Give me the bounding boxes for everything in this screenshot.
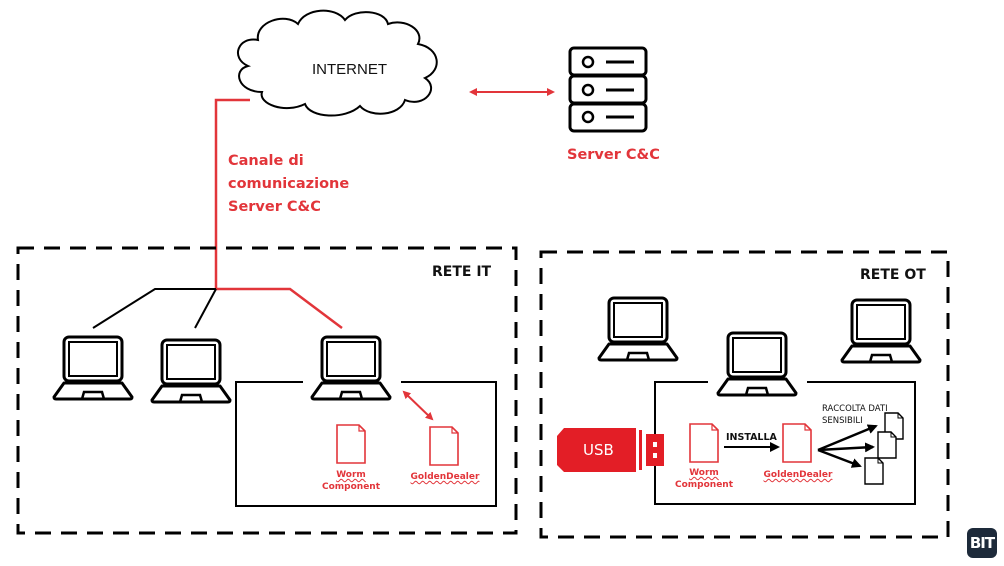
ot-goldendealer-label: GoldenDealer	[763, 470, 833, 480]
raccolta-dati-label: RACCOLTA DATI SENSIBILI	[822, 404, 888, 426]
sensitive-data-file-3-icon	[864, 457, 884, 485]
it-goldendealer-label: GoldenDealer	[410, 472, 480, 482]
ot-infected-host-box	[654, 381, 916, 505]
it-laptop-1-icon	[52, 335, 134, 401]
it-worm-component-label: Worm Component	[322, 470, 381, 492]
it-worm-component-file-icon	[336, 424, 366, 464]
it-laptop-infected-icon	[310, 335, 392, 401]
ot-laptop-1-icon	[597, 296, 679, 362]
rete-it-zone	[16, 246, 518, 535]
ot-worm-component-label: Worm Component	[675, 468, 734, 490]
ot-laptop-infected-icon	[716, 331, 798, 397]
it-laptop-2-icon	[150, 338, 232, 404]
rete-it-label: RETE IT	[432, 264, 492, 280]
bit-logo: BIT	[967, 528, 997, 558]
sensitive-data-file-2-icon	[877, 431, 897, 459]
collect-arrow-2	[817, 442, 875, 453]
ot-goldendealer-file-icon	[782, 423, 812, 463]
it-infected-host-box	[235, 381, 497, 507]
server-icon	[568, 46, 648, 133]
collect-arrow-1	[817, 424, 878, 452]
ot-worm-component-file-icon	[689, 423, 719, 463]
it-network-line-1	[92, 288, 216, 329]
rete-ot-label: RETE OT	[860, 267, 926, 283]
internet-cloud-icon	[236, 9, 438, 117]
usb-label: USB	[583, 441, 614, 459]
installa-label: INSTALLA	[726, 432, 777, 443]
it-laptop-goldendealer-link	[402, 390, 434, 421]
collect-arrow-3	[817, 448, 862, 468]
internet-label: INTERNET	[312, 61, 387, 78]
ot-laptop-3-icon	[840, 298, 922, 364]
server-cnc-label: Server C&C	[567, 147, 660, 163]
it-goldendealer-file-icon	[429, 426, 459, 466]
usb-drive-icon	[557, 428, 664, 472]
rete-ot-zone	[539, 250, 950, 539]
it-network-line-2	[194, 288, 217, 329]
cnc-channel-label: Canale di comunicazione Server C&C	[228, 153, 350, 215]
